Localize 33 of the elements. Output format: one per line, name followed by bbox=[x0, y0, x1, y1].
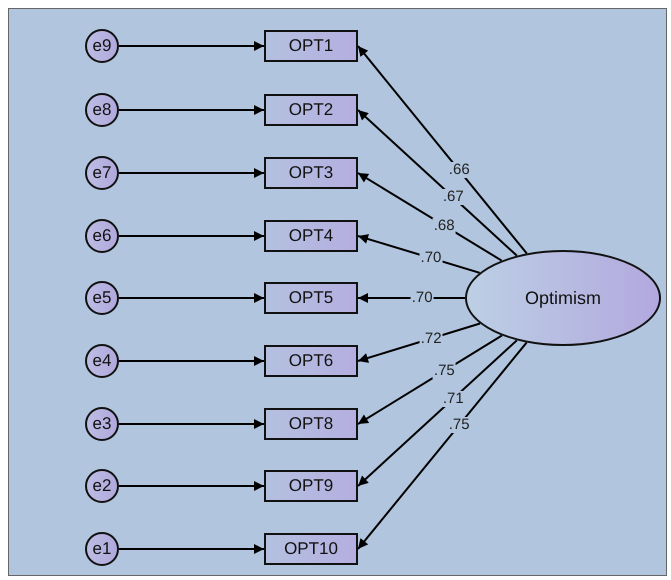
edge-label: .66 bbox=[448, 162, 471, 178]
observed-variable-box: OPT2 bbox=[264, 94, 358, 126]
arrow bbox=[119, 419, 264, 429]
edge-label: .75 bbox=[432, 362, 456, 379]
arrow bbox=[119, 105, 264, 115]
arrow bbox=[119, 41, 264, 51]
arrow bbox=[358, 234, 480, 274]
arrow bbox=[119, 293, 264, 303]
arrow bbox=[357, 334, 502, 425]
observed-variable-box: OPT1 bbox=[264, 30, 358, 62]
observed-variable-box: OPT8 bbox=[264, 408, 358, 440]
arrow bbox=[358, 322, 480, 363]
observed-variable-box: OPT3 bbox=[264, 157, 358, 189]
arrow bbox=[357, 45, 528, 254]
arrow bbox=[119, 544, 264, 554]
arrow bbox=[357, 172, 502, 262]
observed-variable-box: OPT5 bbox=[264, 282, 358, 314]
arrow bbox=[119, 168, 264, 178]
arrow bbox=[119, 231, 264, 241]
edge-label: .71 bbox=[442, 390, 465, 407]
observed-variable-box: OPT10 bbox=[264, 533, 358, 565]
edge-label: .68 bbox=[432, 218, 456, 234]
edge-label: .67 bbox=[442, 189, 465, 206]
edge-label: .75 bbox=[448, 417, 471, 434]
observed-variable-box: OPT6 bbox=[264, 345, 358, 377]
observed-variable-box: OPT4 bbox=[264, 220, 358, 252]
arrow bbox=[119, 356, 264, 366]
arrow bbox=[357, 340, 518, 487]
arrow bbox=[357, 342, 528, 550]
arrow bbox=[358, 293, 465, 303]
observed-variable-box: OPT9 bbox=[264, 470, 358, 502]
arrow bbox=[357, 109, 518, 256]
arrow bbox=[119, 481, 264, 491]
